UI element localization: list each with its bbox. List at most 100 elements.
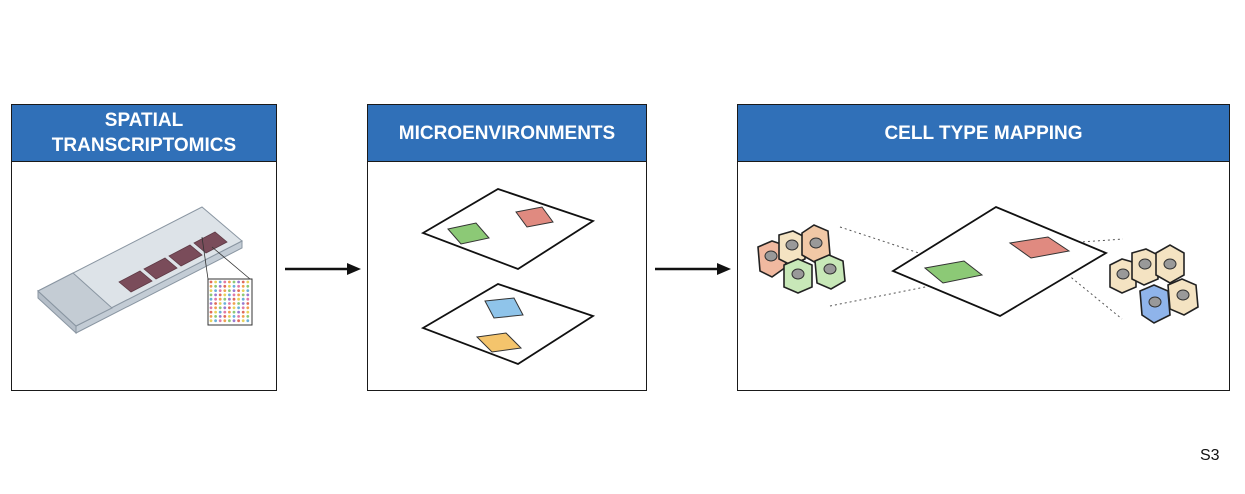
- spot: [228, 280, 231, 284]
- spot: [218, 284, 222, 288]
- cell: [1155, 244, 1185, 284]
- panel-microenvironments: MICROENVIRONMENTS: [367, 104, 647, 391]
- capture-area: [193, 231, 228, 254]
- spot: [209, 289, 213, 292]
- spot: [209, 302, 213, 305]
- spot: [218, 306, 222, 310]
- spot: [228, 302, 231, 305]
- spot: [241, 315, 245, 318]
- spot: [237, 306, 241, 310]
- spot: [223, 293, 227, 297]
- spot: [218, 315, 222, 318]
- spot: [237, 302, 241, 305]
- region-square-green: [923, 260, 984, 284]
- cell: [783, 258, 813, 294]
- cell: [1167, 278, 1199, 316]
- spot: [232, 310, 236, 314]
- capture-area: [168, 244, 203, 267]
- spot: [246, 319, 250, 323]
- spot: [223, 319, 227, 323]
- cell-cluster-left: [757, 224, 846, 294]
- spot: [228, 306, 231, 310]
- spot: [214, 302, 218, 305]
- spot: [214, 310, 218, 314]
- zoom-line: [211, 246, 251, 280]
- spot: [214, 319, 218, 323]
- spot: [214, 306, 218, 310]
- spot: [241, 280, 245, 284]
- spot: [223, 302, 227, 305]
- connector-line: [839, 226, 929, 257]
- panel-title-line: MICROENVIRONMENTS: [398, 122, 616, 144]
- spot: [228, 289, 231, 292]
- spot: [209, 306, 213, 310]
- spot: [214, 289, 218, 292]
- spot: [237, 280, 241, 284]
- spot: [237, 310, 241, 314]
- spot: [241, 306, 245, 310]
- spot: [237, 315, 241, 318]
- spot: [241, 297, 245, 301]
- spot: [241, 289, 245, 292]
- zoom-line: [201, 236, 209, 280]
- cell: [1109, 258, 1137, 294]
- spot: [246, 293, 250, 297]
- capture-area: [143, 257, 178, 280]
- spot: [223, 306, 227, 310]
- spot: [246, 310, 250, 314]
- region-square-red: [1008, 236, 1071, 259]
- panel-title-line: CELL TYPE MAPPING: [884, 122, 1083, 144]
- spot: [228, 319, 231, 323]
- spot: [232, 280, 236, 284]
- spot: [218, 310, 222, 314]
- spot: [241, 319, 245, 323]
- spot: [214, 284, 218, 288]
- spot: [209, 297, 213, 301]
- page-label: S3: [1200, 447, 1220, 464]
- cell: [778, 230, 806, 266]
- spot: [228, 315, 231, 318]
- spot: [218, 302, 222, 305]
- spot: [246, 315, 250, 318]
- spot: [246, 280, 250, 284]
- spot: [223, 315, 227, 318]
- region-square-red: [515, 206, 554, 228]
- spot: [223, 289, 227, 292]
- spot: [214, 293, 218, 297]
- spot: [228, 284, 231, 288]
- spot: [218, 297, 222, 301]
- panel-header: MICROENVIRONMENTS: [368, 105, 646, 162]
- spot: [246, 297, 250, 301]
- panel-spatial-transcriptomics: SPATIAL TRANSCRIPTOMICS: [11, 104, 277, 391]
- spot: [246, 289, 250, 292]
- spot: [228, 293, 231, 297]
- slide-illustration: [37, 206, 253, 335]
- spot: [241, 302, 245, 305]
- spot: [214, 280, 218, 284]
- connector-line: [1067, 238, 1124, 244]
- cell-cluster-right: [1109, 244, 1199, 324]
- spot: [246, 284, 250, 288]
- spot: [223, 310, 227, 314]
- spot: [218, 319, 222, 323]
- panel-cell-type-mapping: CELL TYPE MAPPING: [737, 104, 1230, 391]
- spot: [209, 310, 213, 314]
- spot: [232, 315, 236, 318]
- spot: [241, 293, 245, 297]
- spot: [218, 289, 222, 292]
- spot: [246, 306, 250, 310]
- tissue-plane: [420, 188, 596, 271]
- tissue-plane: [891, 205, 1108, 318]
- panel-title-line: SPATIAL: [104, 110, 184, 131]
- spot: [214, 315, 218, 318]
- spot: [232, 284, 236, 288]
- spot: [232, 293, 236, 297]
- spot: [209, 315, 213, 318]
- cell: [1139, 284, 1171, 324]
- region-square-blue: [484, 297, 524, 319]
- microenvironment-illustration: [420, 188, 596, 366]
- spot: [237, 319, 241, 323]
- spot: [232, 289, 236, 292]
- spot: [209, 284, 213, 288]
- spot: [237, 284, 241, 288]
